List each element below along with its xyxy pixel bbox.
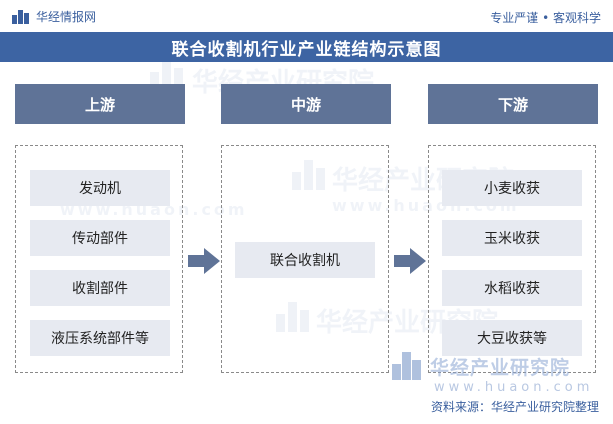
upstream-item: 传动部件 [30,220,170,256]
footer-watermark-url: www.huaon.com [434,380,594,395]
title-bar: 联合收割机行业产业链结构示意图 [0,32,613,62]
brand-name: 华经情报网 [36,10,97,24]
stage-header-upstream: 上游 [15,84,185,124]
page-title: 联合收割机行业产业链结构示意图 [171,39,442,60]
downstream-item: 玉米收获 [442,220,582,256]
upstream-item: 液压系统部件等 [30,320,170,356]
watermark-logo-icon [150,60,186,90]
stage-header-midstream: 中游 [221,84,391,124]
upstream-column [15,145,183,373]
watermark-logo-icon [276,302,312,332]
midstream-column [221,145,389,373]
downstream-column [428,145,596,373]
watermark-logo-icon [292,160,328,190]
upstream-item: 发动机 [30,170,170,206]
footer-watermark: 华经产业研究院 [392,352,570,380]
midstream-item: 联合收割机 [235,242,375,278]
arrow-right-icon [394,248,426,274]
source-note: 资料来源：华经产业研究院整理 [430,400,599,414]
slogan: 专业严谨 • 客观科学 [490,11,601,25]
stage-header-downstream: 下游 [428,84,598,124]
footer-watermark-text: 华经产业研究院 [430,357,571,379]
upstream-item: 收割部件 [30,270,170,306]
brand-logo-icon [12,9,30,24]
arrow-right-icon [188,248,220,274]
watermark-logo-icon [392,352,422,380]
brand: 华经情报网 [12,8,96,25]
downstream-item: 小麦收获 [442,170,582,206]
downstream-item: 大豆收获等 [442,320,582,356]
downstream-item: 水稻收获 [442,270,582,306]
